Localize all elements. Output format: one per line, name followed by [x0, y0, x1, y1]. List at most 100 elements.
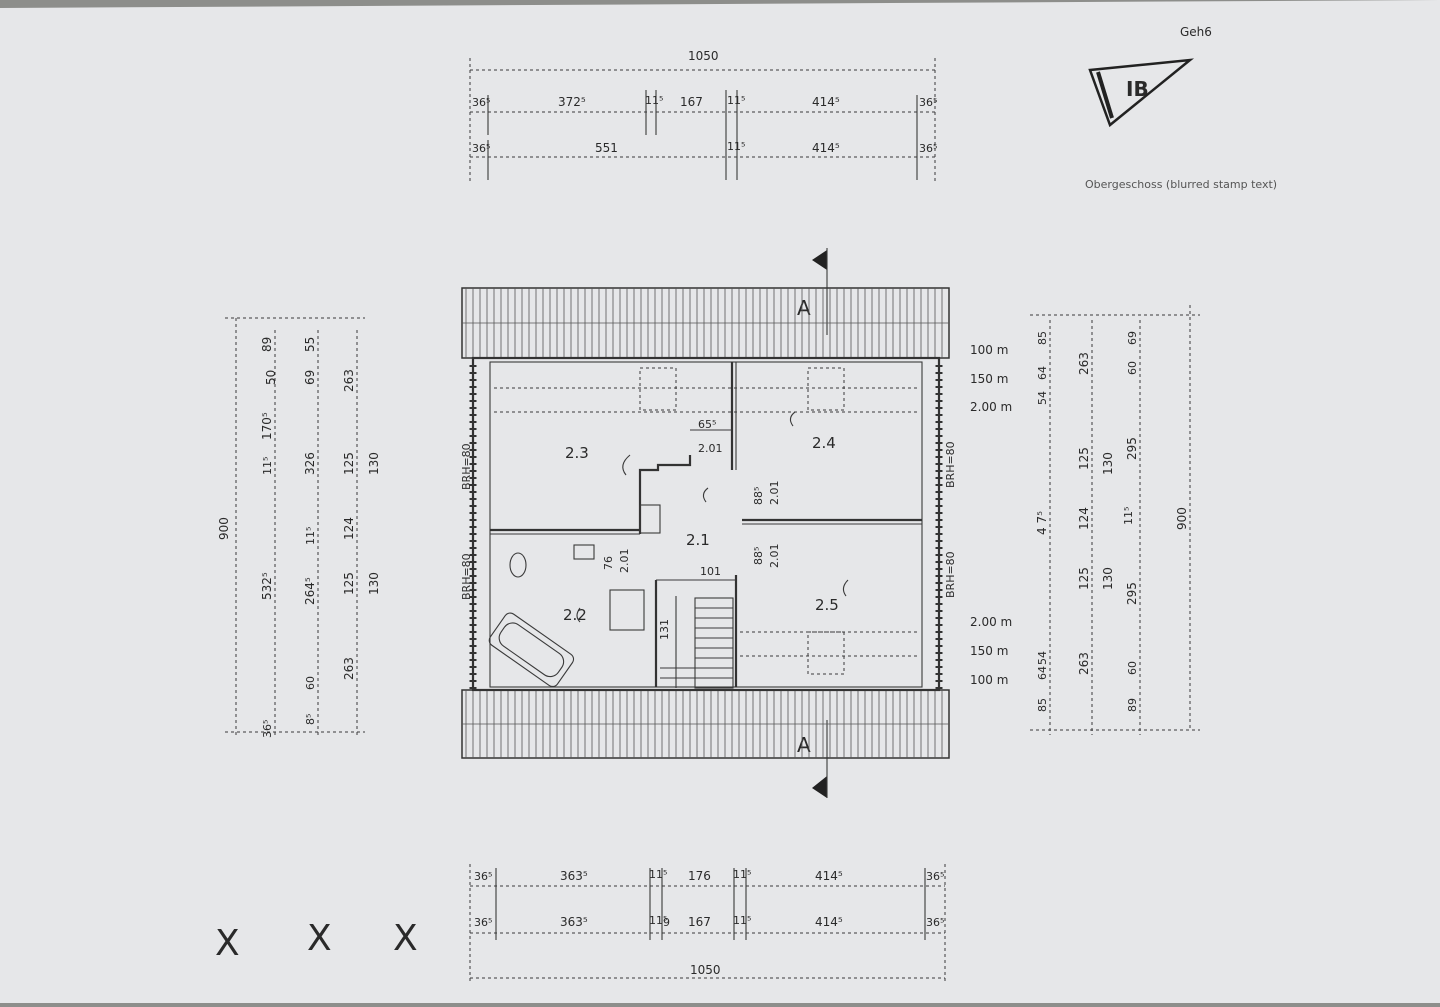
door-swing: [622, 454, 631, 476]
svg-text:BRH=80: BRH=80: [460, 553, 473, 600]
svg-text:A: A: [797, 733, 811, 757]
svg-text:8⁵: 8⁵: [304, 714, 317, 725]
svg-text:372⁵: 372⁵: [558, 95, 586, 109]
svg-text:532⁵: 532⁵: [260, 572, 274, 600]
svg-text:170⁵: 170⁵: [260, 412, 274, 440]
door-swing: [842, 579, 849, 597]
svg-text:264⁵: 264⁵: [303, 577, 317, 605]
svg-text:11⁵: 11⁵: [733, 868, 751, 881]
svg-text:89: 89: [1126, 698, 1139, 712]
svg-text:36⁵: 36⁵: [472, 96, 490, 109]
corner-note: Geh6: [1180, 25, 1212, 39]
svg-text:130: 130: [367, 572, 381, 595]
door-swing: [702, 487, 709, 503]
room-label-2-3: 2.3: [565, 444, 589, 462]
svg-text:36⁵: 36⁵: [919, 96, 937, 109]
washbasin-icon: [573, 544, 595, 560]
svg-text:125: 125: [1077, 567, 1091, 590]
svg-text:551: 551: [595, 141, 618, 155]
svg-text:36⁵: 36⁵: [919, 142, 937, 155]
svg-text:11⁵: 11⁵: [649, 868, 667, 881]
svg-text:55: 55: [303, 337, 317, 352]
svg-text:36⁵: 36⁵: [926, 916, 944, 929]
svg-text:130: 130: [1101, 567, 1115, 590]
svg-text:263: 263: [1077, 352, 1091, 375]
svg-text:54: 54: [1036, 651, 1049, 665]
svg-text:263: 263: [342, 369, 356, 392]
svg-text:11⁵: 11⁵: [649, 914, 667, 927]
section-marker-bottom: A: [797, 720, 828, 798]
svg-text:85: 85: [1036, 698, 1049, 712]
svg-text:11⁵: 11⁵: [727, 140, 745, 153]
cross-mark: X: [307, 918, 332, 959]
svg-text:131: 131: [658, 619, 671, 640]
right-dimensions: 100 m 150 m 2.00 m 2.00 m 150 m 100 m 85…: [970, 305, 1200, 735]
svg-text:89: 89: [260, 337, 274, 352]
svg-text:2.00 m: 2.00 m: [970, 400, 1012, 414]
architect-logo-icon: IB: [1088, 58, 1195, 128]
svg-text:414⁵: 414⁵: [812, 95, 840, 109]
svg-text:414⁵: 414⁵: [815, 915, 843, 929]
svg-text:11⁵: 11⁵: [304, 527, 317, 545]
section-marker-top: A: [797, 248, 828, 335]
svg-text:11⁵: 11⁵: [733, 914, 751, 927]
svg-text:60: 60: [1126, 361, 1139, 375]
svg-text:11⁵: 11⁵: [261, 457, 274, 475]
shower-icon: [609, 589, 645, 631]
svg-text:124: 124: [342, 517, 356, 540]
svg-text:BRH=80: BRH=80: [460, 443, 473, 490]
svg-text:69: 69: [303, 370, 317, 385]
svg-text:36⁵: 36⁵: [474, 870, 492, 883]
top-dimensions: 1050 36⁵ 372⁵ 11⁵ 167 11⁵ 414⁵ 36⁵ 36⁵ 5…: [469, 49, 937, 182]
svg-text:4 7⁵: 4 7⁵: [1035, 511, 1049, 535]
svg-text:69: 69: [1126, 331, 1139, 345]
bottom-overall: 1050: [690, 963, 721, 977]
staircase: [660, 596, 734, 689]
svg-text:36⁵: 36⁵: [261, 720, 274, 738]
svg-text:414⁵: 414⁵: [815, 869, 843, 883]
room-label-2-2: 2.2: [563, 606, 587, 624]
svg-text:100 m: 100 m: [970, 343, 1008, 357]
svg-text:263: 263: [342, 657, 356, 680]
svg-text:60: 60: [304, 676, 317, 690]
svg-text:150 m: 150 m: [970, 644, 1008, 658]
svg-text:50: 50: [264, 370, 278, 385]
svg-text:36⁵: 36⁵: [926, 870, 944, 883]
svg-text:A: A: [797, 296, 811, 320]
svg-text:88⁵: 88⁵: [752, 547, 765, 565]
svg-text:11⁵: 11⁵: [645, 94, 663, 107]
svg-text:125: 125: [342, 452, 356, 475]
svg-text:54: 54: [1036, 391, 1049, 405]
svg-text:BRH=80: BRH=80: [944, 551, 957, 598]
plan-caption: Obergeschoss (blurred stamp text): [1085, 178, 1277, 191]
floor-plan-walls: [469, 356, 943, 692]
svg-text:64: 64: [1036, 666, 1049, 680]
top-overall: 1050: [688, 49, 719, 63]
door-swing: [576, 607, 581, 623]
svg-text:60: 60: [1126, 661, 1139, 675]
bathtub-icon: [488, 612, 575, 688]
svg-text:900: 900: [217, 517, 231, 540]
room-label-2-1: 2.1: [686, 531, 710, 549]
svg-text:76: 76: [602, 556, 615, 570]
svg-text:167: 167: [680, 95, 703, 109]
svg-text:326: 326: [303, 452, 317, 475]
svg-text:2.01: 2.01: [768, 544, 781, 569]
svg-text:130: 130: [1101, 452, 1115, 475]
svg-text:150 m: 150 m: [970, 372, 1008, 386]
svg-text:36⁵: 36⁵: [474, 916, 492, 929]
svg-text:64: 64: [1036, 366, 1049, 380]
svg-text:363⁵: 363⁵: [560, 915, 588, 929]
svg-text:125: 125: [342, 572, 356, 595]
svg-text:900: 900: [1175, 507, 1189, 530]
cross-mark: X: [215, 923, 240, 964]
svg-text:295: 295: [1125, 437, 1139, 460]
cross-mark: X: [393, 918, 418, 959]
svg-text:125: 125: [1077, 447, 1091, 470]
svg-text:11⁵: 11⁵: [1122, 507, 1135, 525]
svg-text:263: 263: [1077, 652, 1091, 675]
svg-text:295: 295: [1125, 582, 1139, 605]
svg-text:2.01: 2.01: [618, 549, 631, 574]
skylight: [807, 367, 845, 411]
